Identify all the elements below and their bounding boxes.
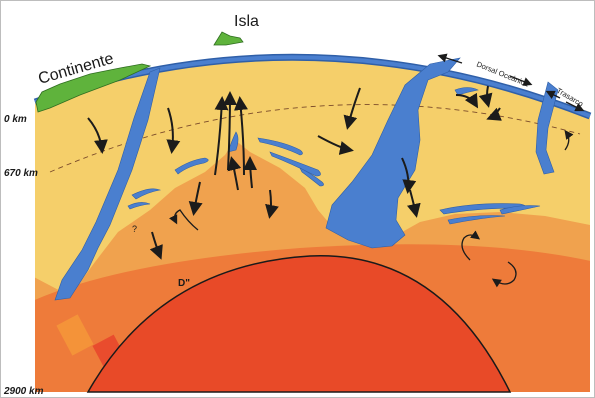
label-d-double-prime: D"	[178, 278, 190, 289]
label-isla: Isla	[234, 13, 259, 30]
label-depth-670km: 670 km	[4, 168, 38, 179]
label-depth-2900km: 2900 km	[3, 386, 44, 397]
label-question-mark: ?	[132, 224, 137, 234]
label-depth-0km: 0 km	[4, 114, 27, 125]
island-landmass	[214, 32, 243, 45]
